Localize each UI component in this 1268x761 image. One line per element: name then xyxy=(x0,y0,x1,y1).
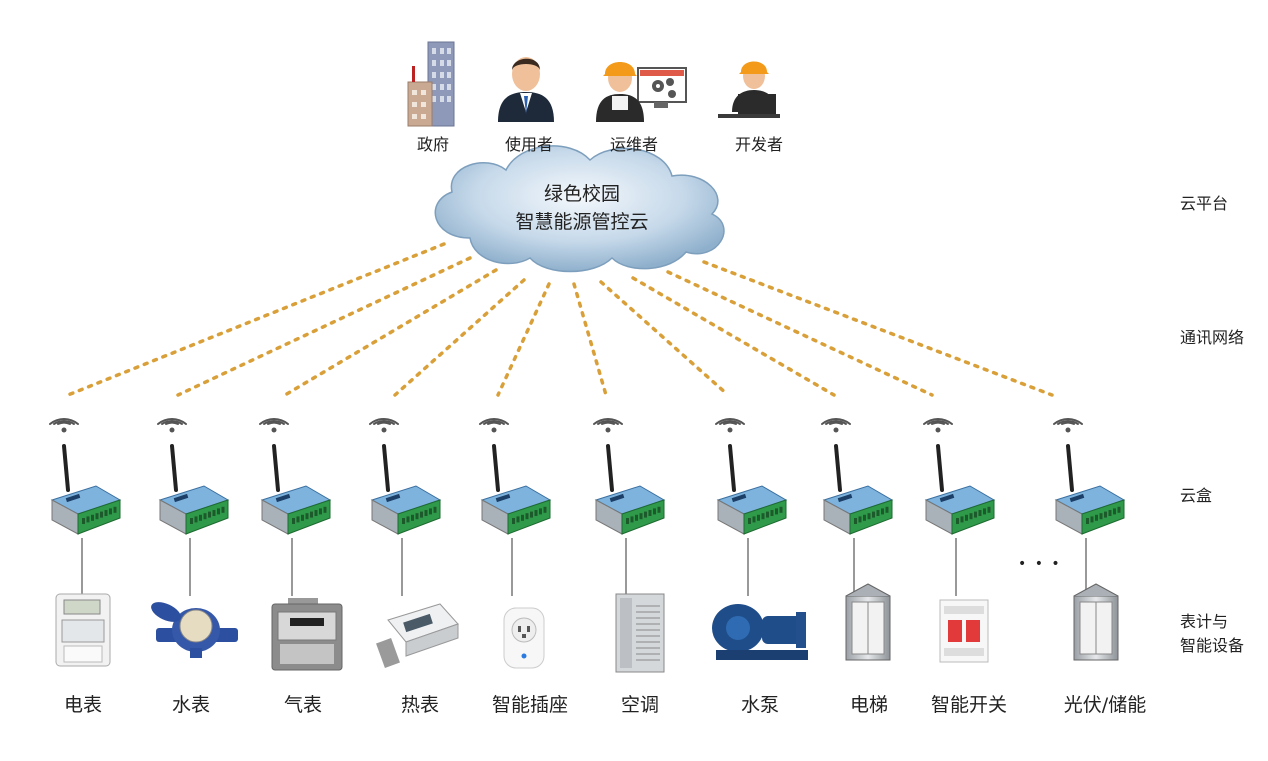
wifi-signal-icon xyxy=(479,417,509,433)
device-label-heat-meter: 热表 xyxy=(400,694,439,716)
cloud-box-device-icon xyxy=(50,444,122,535)
network-line xyxy=(702,260,1054,397)
wifi-signal-icon xyxy=(593,417,623,433)
cloud-box-device-icon xyxy=(370,444,442,535)
cloud-box-device-icon xyxy=(924,444,996,535)
device-label-gas-meter: 气表 xyxy=(283,694,322,716)
wifi-signal-icon xyxy=(821,417,851,433)
cloud-box-device-icon xyxy=(158,444,230,535)
wifi-signal-icon xyxy=(157,417,187,433)
cloud-box-device-icon xyxy=(1054,444,1126,535)
heat-meter-icon xyxy=(376,603,459,668)
wifi-signal-icon xyxy=(259,417,289,433)
cloud-title: 绿色校园 智慧能源管控云 xyxy=(462,180,702,236)
developer-laptop-icon xyxy=(718,61,780,118)
device-label-water-meter: 水表 xyxy=(171,694,210,716)
water-meter-icon xyxy=(151,602,238,658)
network-line xyxy=(66,242,446,397)
solar-storage-icon xyxy=(1073,583,1119,661)
device-label-solar-storage: 光伏/储能 xyxy=(1063,694,1147,716)
cloud-title-line1: 绿色校园 xyxy=(543,183,620,205)
stakeholder-label-operator: 运维者 xyxy=(609,135,658,154)
operator-engineer-icon xyxy=(596,62,687,122)
device-label-smart-switch: 智能开关 xyxy=(930,694,1007,716)
layer-label-cloud-box: 云盒 xyxy=(1180,486,1213,505)
ellipsis-more: • • • xyxy=(1018,556,1062,572)
smart-socket-icon xyxy=(503,607,545,669)
air-conditioner-icon xyxy=(615,593,665,673)
device-label-smart-socket: 智能插座 xyxy=(491,694,568,716)
cloud-box-device-icon xyxy=(716,444,788,535)
government-building-icon xyxy=(407,41,455,127)
network-line xyxy=(631,276,836,397)
water-pump-icon xyxy=(712,604,808,660)
smart-switch-icon xyxy=(939,599,989,663)
wifi-signal-icon xyxy=(49,417,79,433)
device-label-air-conditioner: 空调 xyxy=(620,694,659,716)
cloud-box-device-icon xyxy=(594,444,666,535)
gas-meter-icon xyxy=(271,598,343,671)
network-line xyxy=(176,256,472,397)
elevator-icon xyxy=(845,583,891,661)
layer-label-devices-line2: 智能设备 xyxy=(1180,636,1245,655)
cloud-box-device-icon xyxy=(822,444,894,535)
electric-meter-icon xyxy=(55,593,111,667)
wifi-signal-icon xyxy=(923,417,953,433)
device-label-elevator: 电梯 xyxy=(849,694,888,716)
wifi-signal-icon xyxy=(1053,417,1083,433)
cloud-box-group xyxy=(49,417,1126,596)
cloud-box-device-icon xyxy=(480,444,552,535)
network-lines xyxy=(66,242,1054,397)
layer-label-devices-line1: 表计与 xyxy=(1180,612,1229,631)
network-line xyxy=(283,268,498,397)
wifi-signal-icon xyxy=(715,417,745,433)
network-line xyxy=(666,270,934,397)
cloud-shape xyxy=(434,145,725,273)
device-label-electric-meter: 电表 xyxy=(63,694,102,716)
network-line xyxy=(572,282,608,397)
layer-label-cloud-platform: 云平台 xyxy=(1180,194,1229,213)
network-line xyxy=(496,282,551,397)
cloud-box-device-icon xyxy=(260,444,332,535)
stakeholder-label-government: 政府 xyxy=(416,135,449,154)
network-line xyxy=(599,280,730,397)
user-businessman-icon xyxy=(498,57,554,122)
stakeholder-label-user: 使用者 xyxy=(504,135,553,154)
stakeholder-label-developer: 开发者 xyxy=(734,135,783,154)
device-label-water-pump: 水泵 xyxy=(740,694,779,716)
network-line xyxy=(393,278,526,397)
layer-label-devices: 表计与 智能设备 xyxy=(1180,610,1244,658)
wifi-signal-icon xyxy=(369,417,399,433)
layer-label-network: 通讯网络 xyxy=(1180,328,1245,347)
cloud-title-line2: 智慧能源管控云 xyxy=(515,211,649,233)
